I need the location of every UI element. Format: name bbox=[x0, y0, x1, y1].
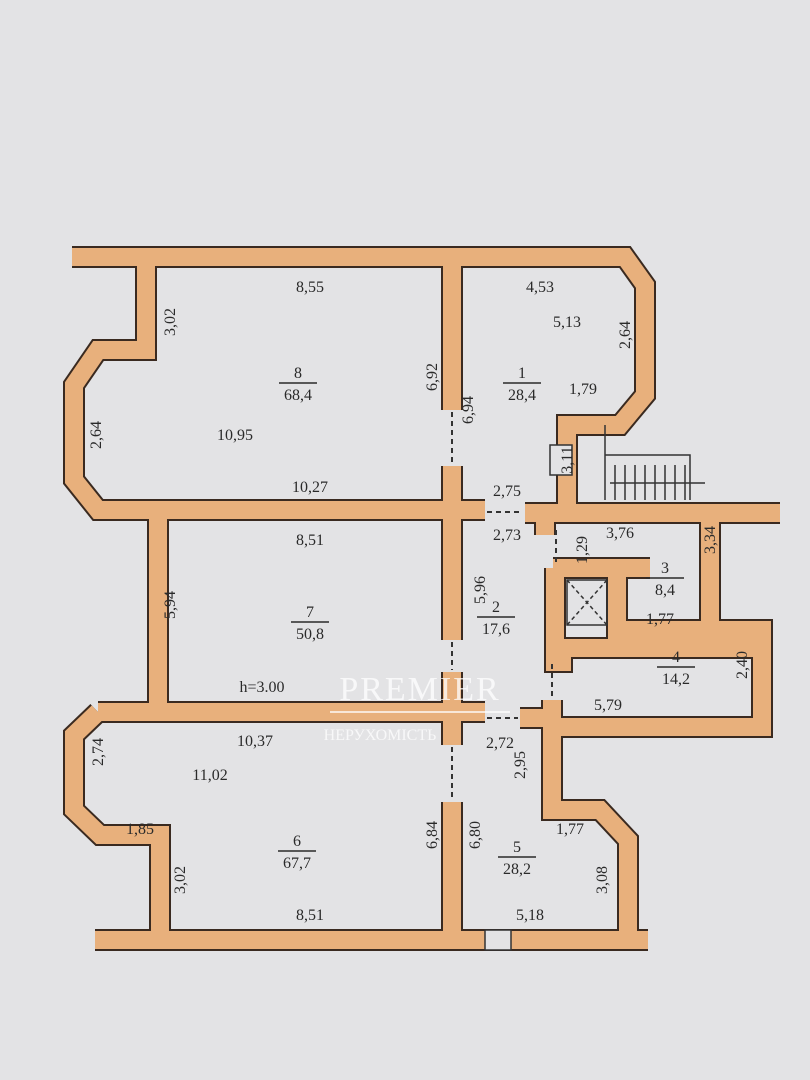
dimension-label: 8,51 bbox=[296, 532, 324, 549]
dimension-label: 5,79 bbox=[594, 697, 622, 714]
dimension-label: 1,77 bbox=[556, 821, 584, 838]
dimension-label: 10,27 bbox=[292, 479, 328, 496]
dimension-label: 3,11 bbox=[559, 446, 576, 473]
room-area: 68,4 bbox=[284, 387, 312, 404]
dimension-label: 5,96 bbox=[472, 576, 489, 604]
dimension-label: 3,34 bbox=[702, 526, 719, 554]
wall bbox=[560, 513, 771, 736]
watermark-subtitle: НЕРУХОМІСТЬ bbox=[324, 727, 437, 744]
dimension-label: 1,77 bbox=[646, 611, 674, 628]
room-1: 128,4 bbox=[503, 365, 541, 404]
dimension-label: 2,74 bbox=[90, 738, 107, 766]
dimension-label: 5,18 bbox=[516, 907, 544, 924]
dimension-label: 2,72 bbox=[486, 735, 514, 752]
elevator-shaft bbox=[566, 579, 608, 626]
dimension-label: 1,79 bbox=[569, 381, 597, 398]
room-6: 667,7 bbox=[278, 833, 316, 872]
staircase bbox=[604, 425, 705, 500]
window bbox=[484, 929, 512, 951]
watermark: PREMIER НЕРУХОМІСТЬ bbox=[324, 671, 510, 744]
room-number: 6 bbox=[293, 833, 301, 850]
watermark-brand: PREMIER bbox=[339, 671, 500, 708]
dimension-labels: 8,55 3,02 2,64 10,95 10,27 6,92 6,94 4,53 5,13 2,… bbox=[88, 279, 751, 924]
dimension-label: 1,29 bbox=[574, 536, 591, 564]
dimension-label: 6,84 bbox=[424, 821, 441, 849]
room-number: 5 bbox=[513, 839, 521, 856]
wall bbox=[546, 568, 762, 671]
dimension-label: 2,64 bbox=[617, 321, 634, 349]
room-number: 7 bbox=[306, 604, 314, 621]
ceiling-height: h=3.00 bbox=[239, 679, 284, 696]
room-number: 4 bbox=[672, 649, 680, 666]
dimension-label: 8,55 bbox=[296, 279, 324, 296]
dimension-label: 4,53 bbox=[526, 279, 554, 296]
wall bbox=[608, 575, 710, 639]
dimension-label: 5,13 bbox=[553, 314, 581, 331]
room-area: 67,7 bbox=[283, 855, 311, 872]
dimension-label: 2,64 bbox=[88, 421, 105, 449]
openings bbox=[451, 412, 573, 951]
room-area: 50,8 bbox=[296, 626, 324, 643]
room-area: 17,6 bbox=[482, 621, 510, 638]
dimension-label: 2,75 bbox=[493, 483, 521, 500]
room-5: 528,2 bbox=[498, 839, 536, 878]
wall bbox=[65, 257, 485, 519]
room-number: 2 bbox=[492, 599, 500, 616]
room-3: 38,4 bbox=[646, 560, 684, 599]
room-area: 8,4 bbox=[655, 582, 675, 599]
room-8: 868,4 bbox=[279, 365, 317, 404]
dimension-label: 3,02 bbox=[172, 866, 189, 894]
room-area: 14,2 bbox=[662, 671, 690, 688]
wall bbox=[543, 700, 637, 940]
dimension-label: 2,73 bbox=[493, 527, 521, 544]
room-2: 217,6 bbox=[477, 599, 515, 638]
dimension-label: 8,51 bbox=[296, 907, 324, 924]
room-area: 28,4 bbox=[508, 387, 536, 404]
dimension-label: 3,02 bbox=[162, 308, 179, 336]
dimension-label: 10,37 bbox=[237, 733, 273, 750]
room-7: 750,8 bbox=[291, 604, 329, 643]
dimension-label: 6,92 bbox=[424, 363, 441, 391]
dimension-label: 3,76 bbox=[606, 525, 634, 542]
dimension-label: 6,80 bbox=[467, 821, 484, 849]
dimension-label: 1,85 bbox=[126, 821, 154, 838]
room-number: 1 bbox=[518, 365, 526, 382]
dimension-label: 2,95 bbox=[512, 751, 529, 779]
wall bbox=[65, 705, 169, 940]
dimension-label: 6,94 bbox=[460, 396, 477, 424]
room-area: 28,2 bbox=[503, 861, 531, 878]
dimension-label: 11,02 bbox=[192, 767, 227, 784]
wall bbox=[72, 248, 654, 505]
room-4: 414,2 bbox=[657, 649, 695, 688]
room-number: 3 bbox=[661, 560, 669, 577]
dimension-label: 3,08 bbox=[594, 866, 611, 894]
dimension-label: 10,95 bbox=[217, 427, 253, 444]
window bbox=[549, 444, 573, 476]
dimension-label: 5,94 bbox=[162, 591, 179, 619]
dimension-label: 2,40 bbox=[734, 651, 751, 679]
room-number: 8 bbox=[294, 365, 302, 382]
